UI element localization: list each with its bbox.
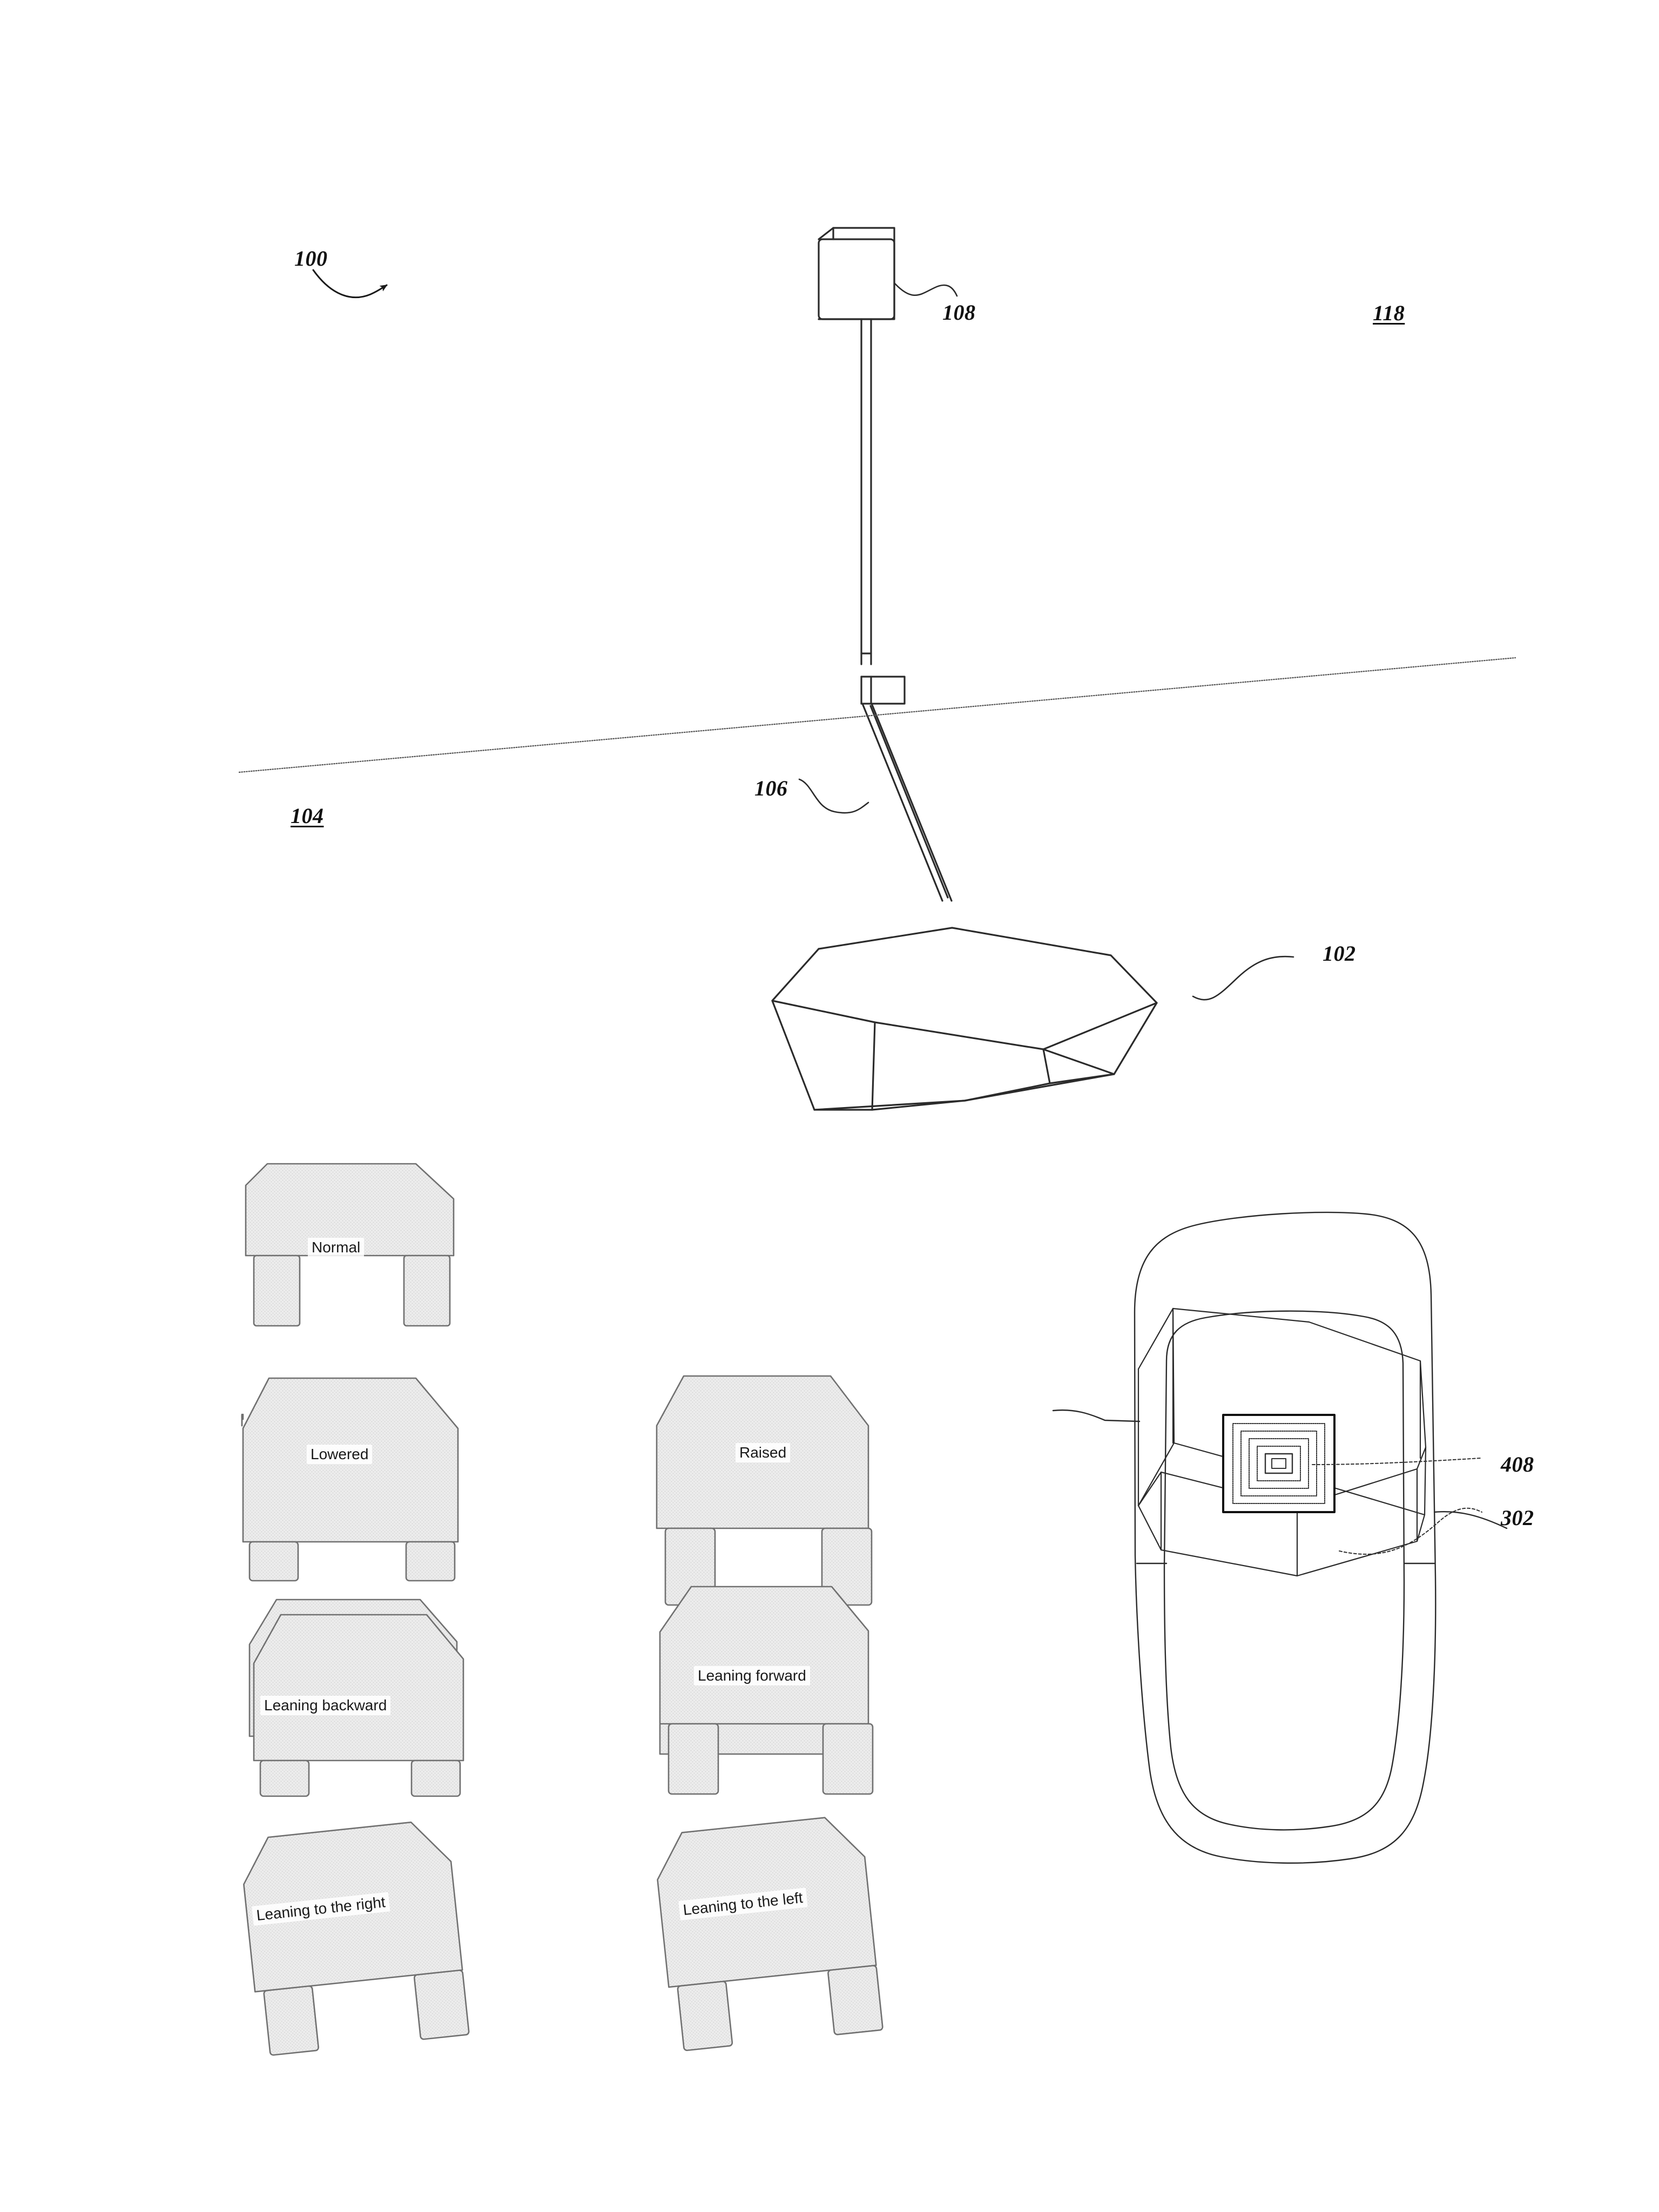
refnum-118: 118 — [1373, 301, 1405, 325]
target-pattern-408 — [1222, 1414, 1336, 1513]
leader-408 — [1312, 1458, 1481, 1465]
car-top-view-figure — [1052, 1211, 1508, 1864]
refnum-408: 408 — [1501, 1452, 1534, 1476]
leader-302 — [1339, 1507, 1482, 1555]
refnum-302: 302 — [1501, 1506, 1534, 1530]
car-right-line — [1433, 1510, 1508, 1529]
pole-assembly-figure — [238, 227, 1516, 1111]
mast-lower — [861, 703, 953, 902]
leader-106 — [798, 778, 869, 814]
state-label-lowered: Lowered — [307, 1445, 373, 1464]
state-label-normal: Normal — [308, 1238, 365, 1257]
leader-108 — [894, 282, 958, 297]
state-label-raised: Raised — [736, 1443, 791, 1462]
base-platform-102 — [771, 927, 1158, 1111]
bounding-box-302 — [1137, 1307, 1427, 1577]
silhouette-raised — [656, 1375, 873, 1606]
car-inner-outline — [1163, 1310, 1405, 1831]
refnum-106: 106 — [754, 776, 788, 800]
state-label-leaning-backward: Leaning backward — [260, 1696, 391, 1715]
vehicle-state-silhouettes — [241, 1163, 884, 2056]
refnum-102: 102 — [1323, 941, 1356, 966]
sensor-head-box — [818, 227, 895, 320]
state-label-leaning-forward: Leaning forward — [694, 1666, 810, 1685]
silhouette-leaning-forward — [659, 1586, 874, 1795]
mast-upper — [860, 318, 872, 665]
silhouette-lowered — [241, 1377, 459, 1582]
car-body-outline — [1134, 1211, 1437, 1864]
leader-102 — [1192, 955, 1294, 1001]
car-left-mirror-line — [1052, 1409, 1141, 1422]
silhouette-leaning-right — [243, 1822, 470, 2056]
silhouette-leaning-left — [657, 1817, 884, 2051]
leader-100-arrow — [312, 269, 388, 299]
state-label-leaning-left: Leaning to the left — [678, 1887, 808, 1920]
refnum-108: 108 — [942, 300, 976, 325]
refnum-100: 100 — [294, 246, 328, 271]
state-label-leaning-right: Leaning to the right — [252, 1892, 390, 1926]
mast-collar — [860, 652, 906, 705]
refnum-104: 104 — [291, 804, 324, 828]
ground-plane-line — [238, 657, 1516, 773]
